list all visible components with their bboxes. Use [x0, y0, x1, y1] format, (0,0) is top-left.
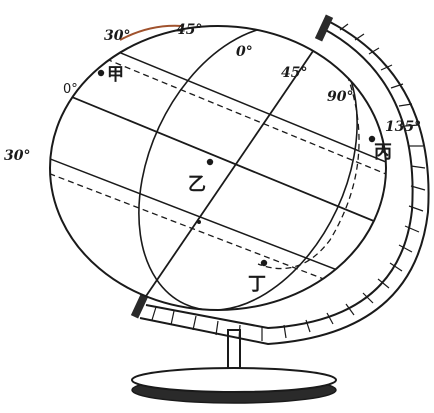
label-lon-0-left: 0°	[63, 82, 78, 97]
axis-center-dot	[197, 220, 201, 224]
stand-base-top	[132, 368, 336, 392]
label-point-bing: 丙	[374, 142, 392, 163]
label-lon-0-center: 0°	[236, 44, 253, 60]
point-jia-dot	[98, 70, 104, 76]
label-point-yi: 乙	[188, 174, 206, 195]
label-lat-north-30: 30°	[104, 28, 130, 44]
label-point-ding: 丁	[248, 274, 266, 295]
label-point-jia: 甲	[107, 65, 124, 85]
label-lon-135: 135°	[385, 119, 421, 135]
globe-outline	[50, 26, 386, 310]
label-lon-45-top: 45°	[176, 22, 202, 38]
globe-stand	[132, 330, 336, 403]
axis-cap-top	[315, 15, 333, 42]
label-lat-south-30: 30°	[4, 148, 30, 164]
point-ding-dot	[261, 260, 267, 266]
label-lon-90: 90°	[327, 89, 353, 105]
point-yi-dot	[207, 159, 213, 165]
label-lon-45-center: 45°	[281, 65, 307, 81]
